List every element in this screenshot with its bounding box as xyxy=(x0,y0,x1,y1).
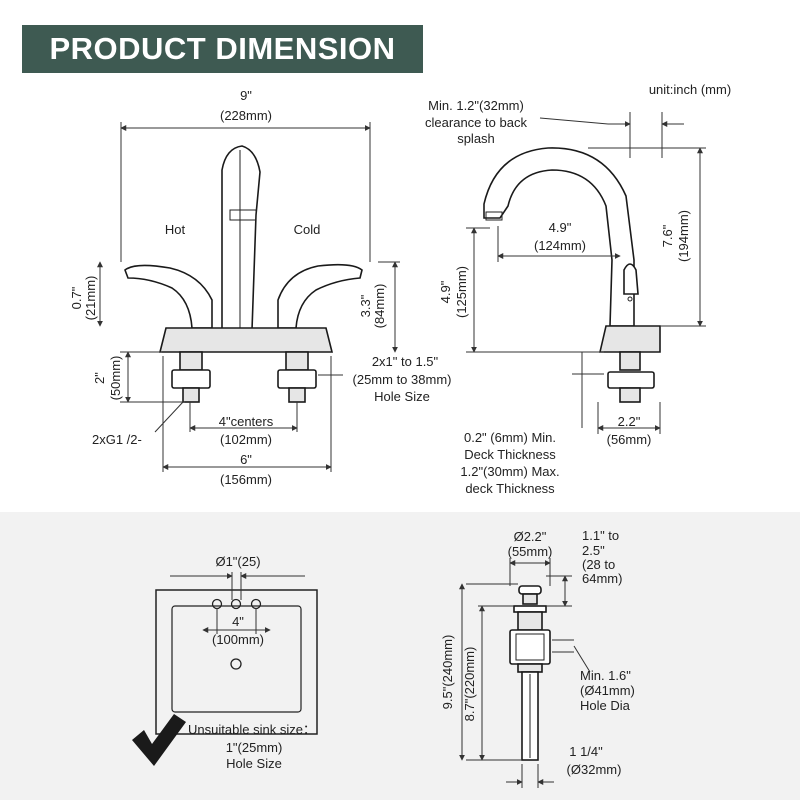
banner-title: PRODUCT DIMENSION xyxy=(22,25,423,73)
front-width-in: 9" xyxy=(240,88,252,103)
drain-assembly xyxy=(509,585,551,761)
hole-size-line3: Hole Size xyxy=(374,389,430,404)
side-base-mm: (56mm) xyxy=(607,432,652,447)
drain-cap-in: Ø2.2" xyxy=(514,529,547,544)
side-view-faucet xyxy=(483,147,661,403)
deck-thickness-line4: deck Thickness xyxy=(465,481,555,496)
spout-reach-mm: (124mm) xyxy=(534,238,586,253)
spout-height-mm: (125mm) xyxy=(454,266,469,318)
sink-hole-diameter: Ø1"(25) xyxy=(215,554,260,569)
deck-thickness-line2: Deck Thickness xyxy=(464,447,556,462)
unsuitable-line2: 1"(25mm) xyxy=(226,740,283,755)
drain-total-length: 9.5"(240mm) xyxy=(440,635,455,710)
drain-hole-line1: Min. 1.6" xyxy=(580,668,631,683)
clearance-line3: splash xyxy=(457,131,495,146)
spout-height-in: 4.9" xyxy=(438,280,453,303)
hole-size-line2: (25mm to 38mm) xyxy=(353,372,452,387)
handle-height-mm: (21mm) xyxy=(83,276,98,321)
clearance-line2: clearance to back xyxy=(425,115,527,130)
unsuitable-line1: Unsuitable sink size： xyxy=(188,722,316,737)
drain-adjust-line4: 64mm) xyxy=(582,571,622,586)
shank-length-in: 2" xyxy=(92,372,107,384)
drain-hole-line3: Hole Dia xyxy=(580,698,631,713)
sink-span-in: 4" xyxy=(232,614,244,629)
front-dimension-lines xyxy=(97,122,400,472)
sink-span-mm: (100mm) xyxy=(212,632,264,647)
drain-hole-line2: (Ø41mm) xyxy=(580,683,635,698)
checkmark-icon xyxy=(132,714,186,766)
spout-reach-in: 4.9" xyxy=(549,220,572,235)
drain-adjust-line1: 1.1" to xyxy=(582,528,619,543)
sink-top-view xyxy=(155,572,318,735)
clearance-line1: Min. 1.2"(32mm) xyxy=(428,98,524,113)
drain-adjust-line3: (28 to xyxy=(582,557,615,572)
thread-label: 2xG1 /2- xyxy=(92,432,142,447)
side-base-in: 2.2" xyxy=(618,414,641,429)
drain-cap-mm: (55mm) xyxy=(508,544,553,559)
centers-mm: (102mm) xyxy=(220,432,272,447)
total-height-in: 7.6" xyxy=(660,224,675,247)
drain-dimension-lines xyxy=(459,558,591,788)
drain-pipe-in: 1 1/4" xyxy=(569,744,603,759)
deck-thickness-line1: 0.2" (6mm) Min. xyxy=(464,430,556,445)
deck-width-in: 6" xyxy=(240,452,252,467)
unsuitable-line3: Hole Size xyxy=(226,756,282,771)
drain-pipe-mm: (Ø32mm) xyxy=(567,762,622,777)
shank-length-mm: (50mm) xyxy=(108,356,123,401)
base-height-in: 3.3" xyxy=(358,294,373,317)
hole-size-line1: 2x1" to 1.5" xyxy=(372,354,439,369)
lower-panel-background xyxy=(0,512,800,800)
deck-width-mm: (156mm) xyxy=(220,472,272,487)
drain-adjust-line2: 2.5" xyxy=(582,543,605,558)
units-label: unit:inch (mm) xyxy=(649,82,731,97)
handle-height-in: 0.7" xyxy=(69,286,84,309)
front-view-faucet xyxy=(124,145,363,403)
front-width-mm: (228mm) xyxy=(220,108,272,123)
base-height-mm: (84mm) xyxy=(372,284,387,329)
centers-in: 4"centers xyxy=(219,414,274,429)
drain-body-length: 8.7"(220mm) xyxy=(462,647,477,722)
cold-label: Cold xyxy=(294,222,321,237)
hot-label: Hot xyxy=(165,222,186,237)
total-height-mm: (194mm) xyxy=(676,210,691,262)
side-dimension-lines xyxy=(466,112,706,434)
deck-thickness-line3: 1.2"(30mm) Max. xyxy=(460,464,559,479)
